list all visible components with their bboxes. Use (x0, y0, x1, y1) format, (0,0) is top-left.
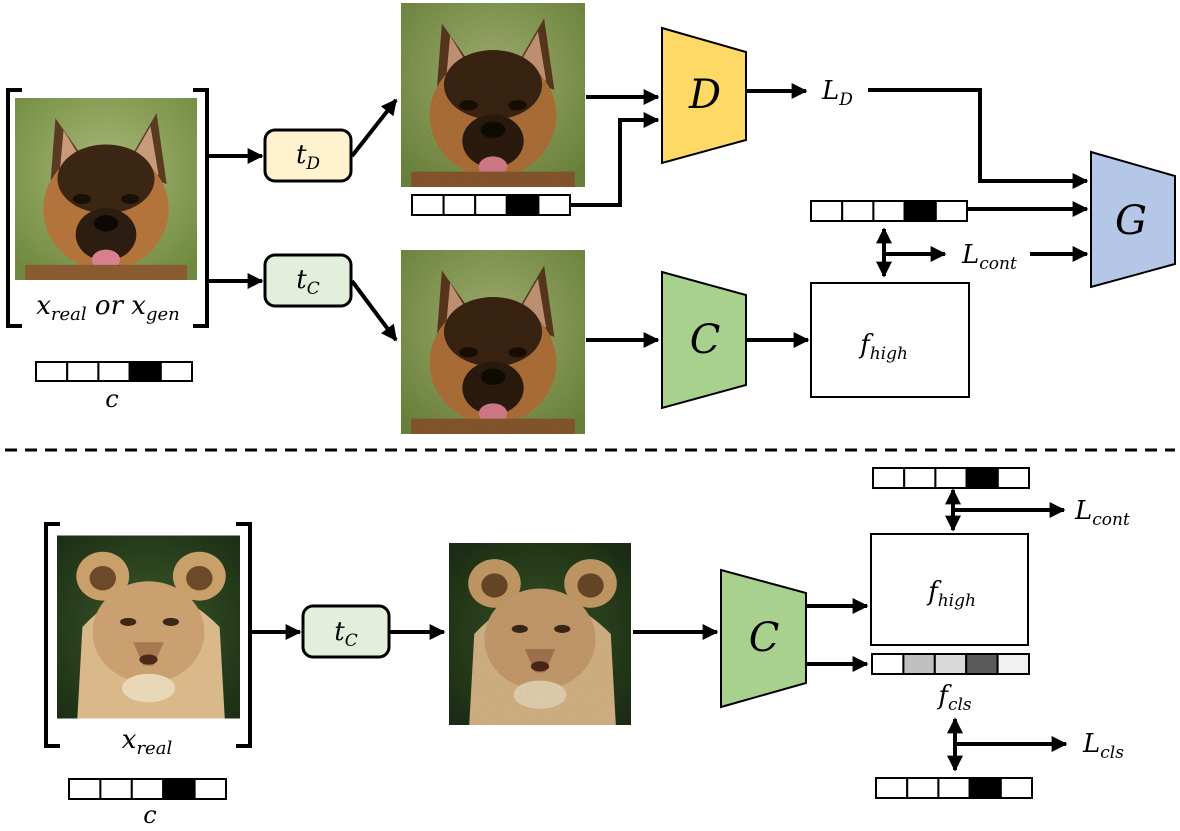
td-box-shape (263, 128, 353, 183)
vector-cell (505, 194, 540, 216)
top-label-caption: c (105, 385, 118, 413)
fcls-label: fcls (936, 681, 972, 715)
td-label: tD (296, 140, 320, 174)
top-label-vector (35, 361, 194, 382)
bottom-feature-box-shape (870, 533, 1029, 646)
top-section: xreal or xgen c tD tC D (6, 3, 1176, 434)
fcls-vector (871, 653, 1030, 675)
top-feature-box-shape (810, 282, 970, 398)
vector-cell (159, 361, 194, 382)
arrow-tc-to-image (350, 279, 398, 342)
vector-cell (965, 467, 999, 489)
vector-cell (474, 194, 508, 216)
bottom-input-lion-image (57, 535, 240, 719)
top-augmented-dog-c (401, 250, 585, 434)
bottom-left-bracket (44, 522, 60, 748)
arrow-ld-to-g (868, 88, 1089, 189)
tc-label: tC (296, 265, 319, 299)
vector-cell (872, 200, 906, 222)
vector-cell (872, 467, 906, 489)
vector-cell (875, 777, 909, 799)
vector-cell (841, 200, 875, 222)
top-td-box: tD (263, 128, 353, 183)
vector-cell (965, 653, 999, 675)
top-left-bracket (6, 88, 22, 328)
bottom-section: xreal c tC C fhigh fcls Lcont Lcls (44, 467, 1130, 829)
vector-cell (193, 778, 228, 800)
top-feature-box: fhigh (810, 282, 970, 398)
bottom-classifier-block: C (720, 568, 807, 709)
generator-block: G (1090, 150, 1176, 289)
vector-cell (128, 361, 162, 382)
top-augmented-dog-d (401, 3, 585, 187)
vector-cell (537, 194, 572, 216)
discriminator-shape (661, 26, 747, 165)
discriminator-block: D (661, 26, 747, 165)
bottom-cont-vector (872, 467, 1030, 489)
vector-cell (968, 777, 1002, 799)
top-loss-cont-label: Lcont (961, 240, 1017, 274)
vector-cell (871, 653, 905, 675)
vector-cell (902, 653, 936, 675)
vector-cell (934, 200, 968, 222)
vector-cell (937, 777, 971, 799)
vector-cell (903, 467, 937, 489)
bottom-classifier-shape (720, 568, 807, 709)
top-input-caption: xreal or xgen (36, 291, 180, 325)
generator-shape (1090, 150, 1176, 289)
tc-box-shape (263, 253, 353, 308)
bottom-input-caption: xreal (122, 725, 173, 759)
vector-cell (996, 467, 1030, 489)
vector-cell (934, 467, 968, 489)
top-classifier-block: C (661, 270, 747, 410)
bottom-tc-box: tC (301, 604, 391, 659)
bottom-label-vector (68, 778, 228, 800)
vector-cell (35, 361, 69, 382)
bottom-tc-label: tC (334, 617, 357, 651)
vector-cell (68, 778, 102, 800)
vector-cell (810, 200, 844, 222)
vector-cell (130, 778, 165, 800)
arrow-vector-to-d (570, 112, 660, 207)
top-input-dog-image (15, 98, 197, 280)
vector-cell (162, 778, 196, 800)
top-g-condition-vector (810, 200, 968, 222)
loss-cls-label: Lcls (1082, 729, 1124, 763)
top-right-bracket (193, 88, 209, 328)
vector-cell (906, 777, 940, 799)
vector-cell (442, 194, 477, 216)
bottom-cls-vector (875, 777, 1033, 799)
bottom-augmented-lion-image (449, 543, 631, 725)
bottom-feature-label: fhigh (926, 577, 976, 611)
bottom-right-bracket (236, 522, 252, 748)
bottom-classifier-label: C (749, 615, 780, 661)
bottom-loss-cont-label: Lcont (1074, 496, 1130, 530)
top-classifier-shape (661, 270, 747, 410)
loss-d-label: LD (821, 76, 853, 110)
bottom-feature-box: fhigh (870, 533, 1029, 646)
vector-cell (97, 361, 131, 382)
vector-cell (66, 361, 100, 382)
vector-cell (933, 653, 968, 675)
top-d-condition-vector (411, 194, 572, 216)
vector-cell (903, 200, 937, 222)
top-classifier-label: C (690, 317, 721, 363)
top-tc-box: tC (263, 253, 353, 308)
bottom-label-caption: c (143, 801, 156, 829)
vector-cell (999, 777, 1033, 799)
top-input-group: xreal or xgen (6, 88, 209, 328)
arrow-td-to-image (350, 98, 398, 158)
discriminator-label: D (688, 72, 721, 118)
vector-cell (996, 653, 1030, 675)
vector-cell (99, 778, 133, 800)
generator-label: G (1115, 198, 1147, 244)
vector-cell (411, 194, 445, 216)
